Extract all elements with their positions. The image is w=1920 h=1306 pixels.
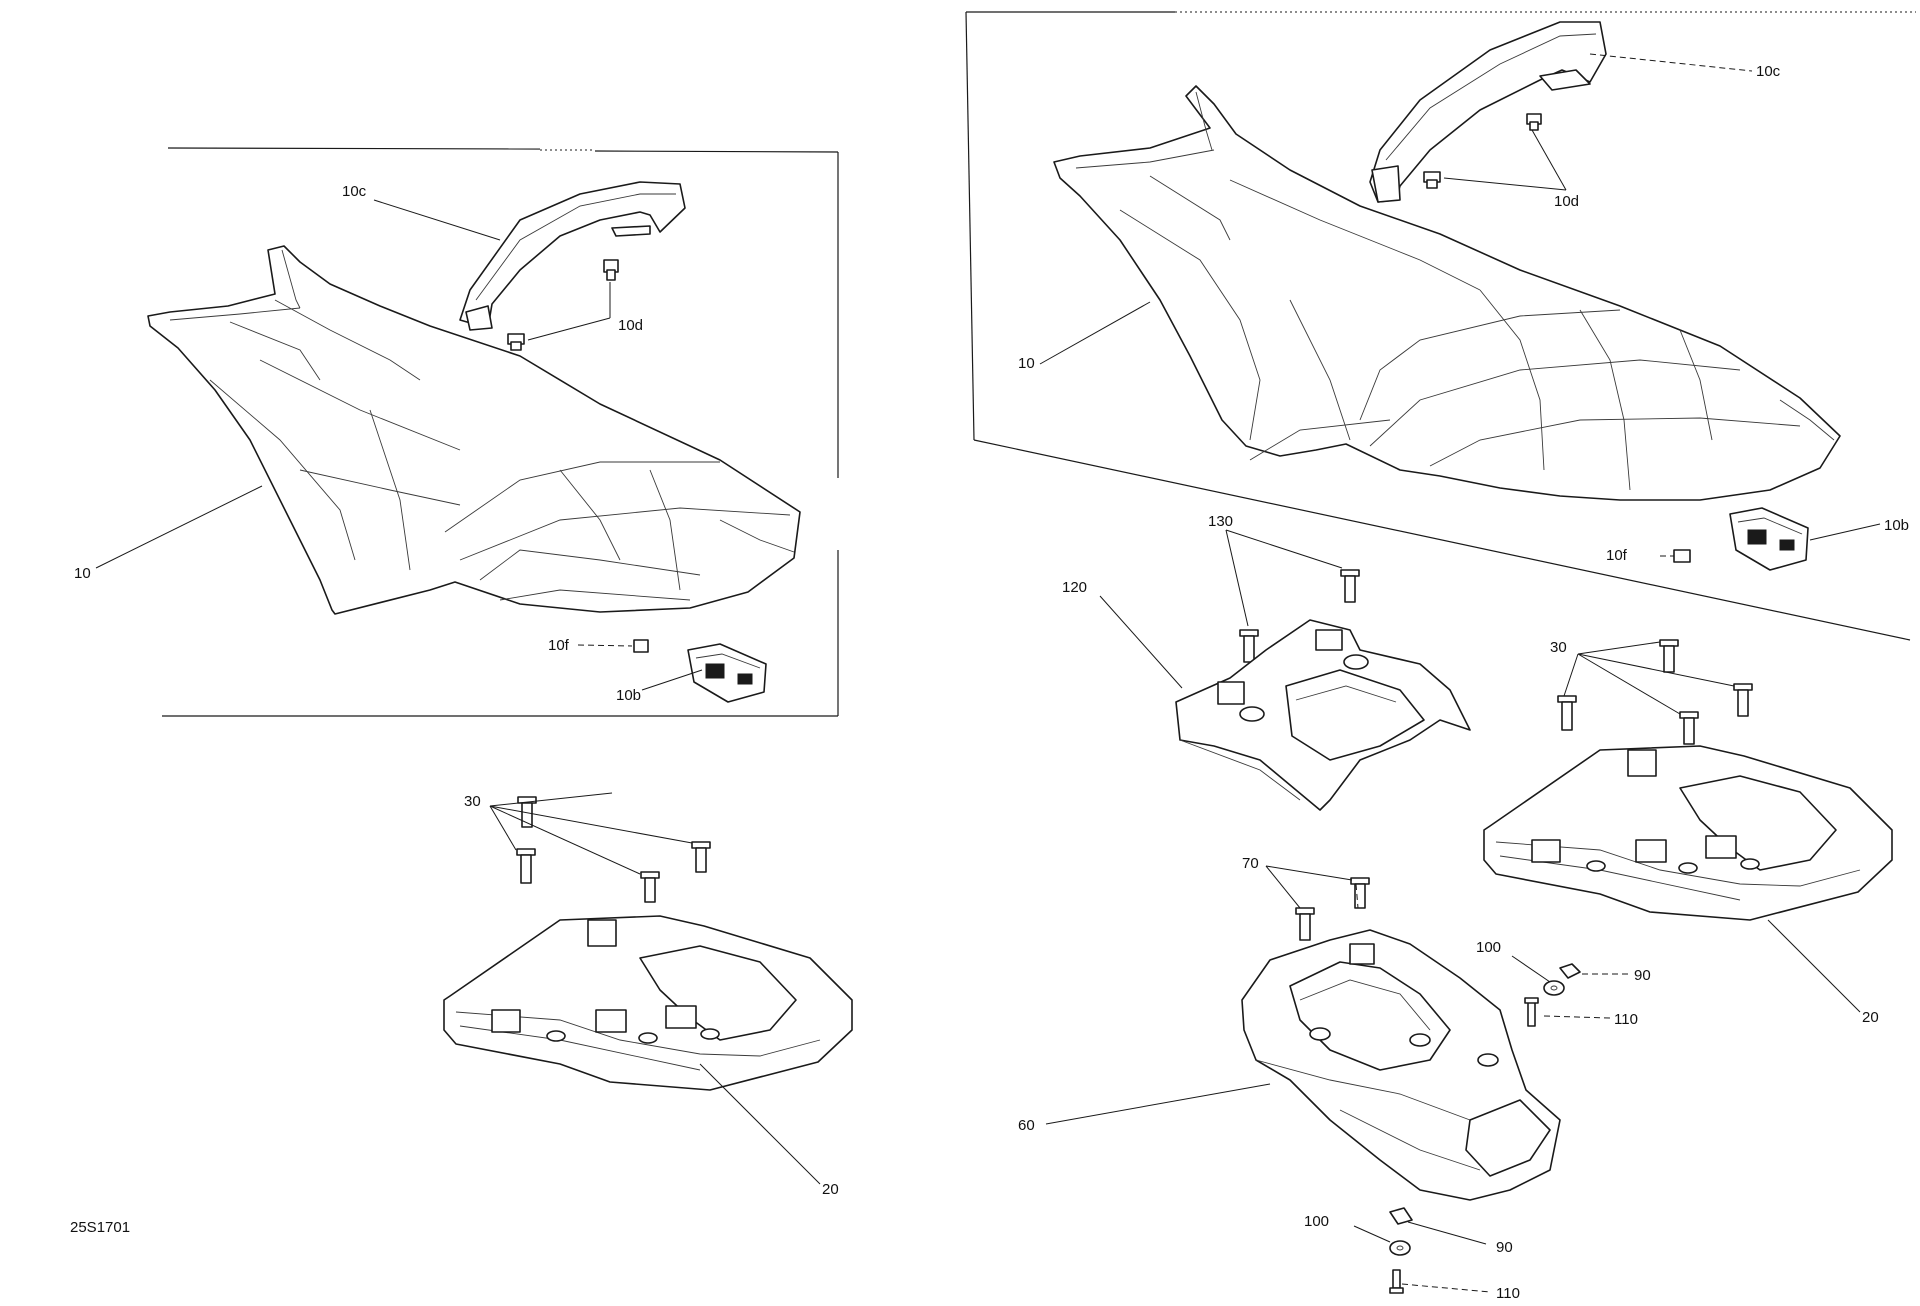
right-label-bolt-lower: 110 [1496,1285,1520,1302]
right-leader-lines [1039,53,1881,1293]
left-frame [162,147,839,717]
right-assembly: 10c 10d 10 10f 10b 130 120 30 20 70 100 … [965,11,1916,1302]
right-label-strap: 10c [1756,63,1781,80]
figure-code: 25S1701 [70,1219,130,1236]
right-frame [965,11,1916,641]
left-assembly: 10c 10d 10 10f 10b 30 20 25S1701 [70,147,853,1236]
left-rack-20 [443,915,853,1091]
right-label-bolt-upper: 110 [1614,1011,1638,1028]
left-leader-lines [95,199,821,1185]
right-rack-20 [1483,745,1893,921]
right-clip-10d [1423,113,1542,189]
right-label-rear-housing: 60 [1018,1117,1035,1134]
right-label-screws-30: 30 [1550,639,1567,656]
right-strap [1369,21,1607,203]
left-latch-10b [687,643,767,703]
left-label-strap: 10c [342,183,367,200]
right-rear-housing-60 [1241,929,1561,1201]
left-label-clip: 10d [618,317,643,334]
right-nut-10f [1673,549,1691,563]
left-seat [147,245,801,615]
left-label-nut: 10f [548,637,570,654]
left-part-labels: 10c 10d 10 10f 10b 30 20 [74,183,839,1198]
right-seat [1053,85,1841,501]
right-label-clip: 10d [1554,193,1579,210]
right-storage-tray-120 [1175,619,1471,811]
left-screws-30 [516,796,711,903]
left-label-seat: 10 [74,565,91,582]
right-label-screws-70: 70 [1242,855,1259,872]
right-label-washer-upper: 100 [1476,939,1501,956]
right-screws-70 [1295,877,1370,941]
right-latch-10b [1729,507,1809,571]
right-label-screw-130: 130 [1208,513,1233,530]
right-label-nut: 10f [1606,547,1628,564]
right-label-washer-lower: 100 [1304,1213,1329,1230]
right-label-latch: 10b [1884,517,1909,534]
right-label-rack: 20 [1862,1009,1879,1026]
right-label-storage-tray: 120 [1062,579,1087,596]
left-clip-10d [507,259,619,351]
right-label-nut-lower: 90 [1496,1239,1513,1256]
right-hardware-lower [1389,1207,1413,1294]
left-nut-10f [633,639,649,653]
right-screws-30 [1557,639,1753,745]
left-label-latch: 10b [616,687,641,704]
right-hardware-upper [1524,963,1581,1027]
right-part-labels: 10c 10d 10 10f 10b 130 120 30 20 70 100 … [1018,63,1909,1302]
right-screws-130 [1239,569,1360,663]
left-strap [459,181,686,331]
left-label-rack: 20 [822,1181,839,1198]
left-label-screws: 30 [464,793,481,810]
right-label-nut-upper: 90 [1634,967,1651,984]
right-label-seat: 10 [1018,355,1035,372]
